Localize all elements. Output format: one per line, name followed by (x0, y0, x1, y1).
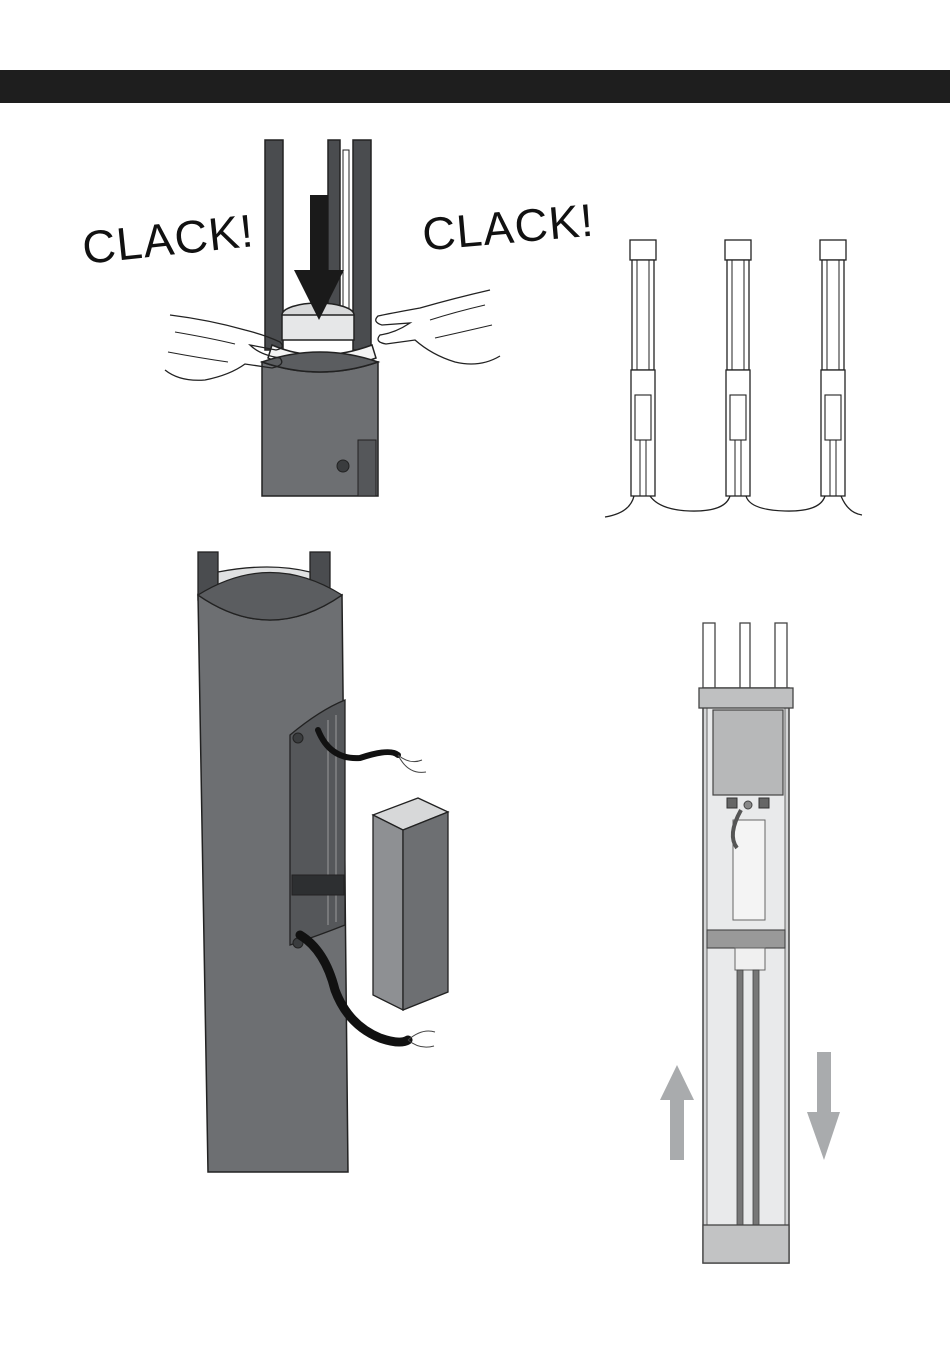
lamps-wiring-illustration (600, 235, 870, 525)
pole-cutaway-illustration (655, 620, 845, 1270)
figure-lamps-wiring (600, 235, 870, 525)
lamp-outline (630, 240, 656, 496)
figure-pole-service-opening (190, 550, 460, 1180)
head-assembly-illustration (60, 130, 530, 500)
pole-service-illustration (190, 550, 460, 1180)
figure-pole-cutaway (655, 620, 845, 1270)
arrow-down-icon (807, 1052, 840, 1160)
arrow-up-icon (660, 1065, 694, 1160)
header-bar (0, 70, 950, 103)
figure-head-assembly: CLACK! CLACK! (60, 130, 530, 500)
